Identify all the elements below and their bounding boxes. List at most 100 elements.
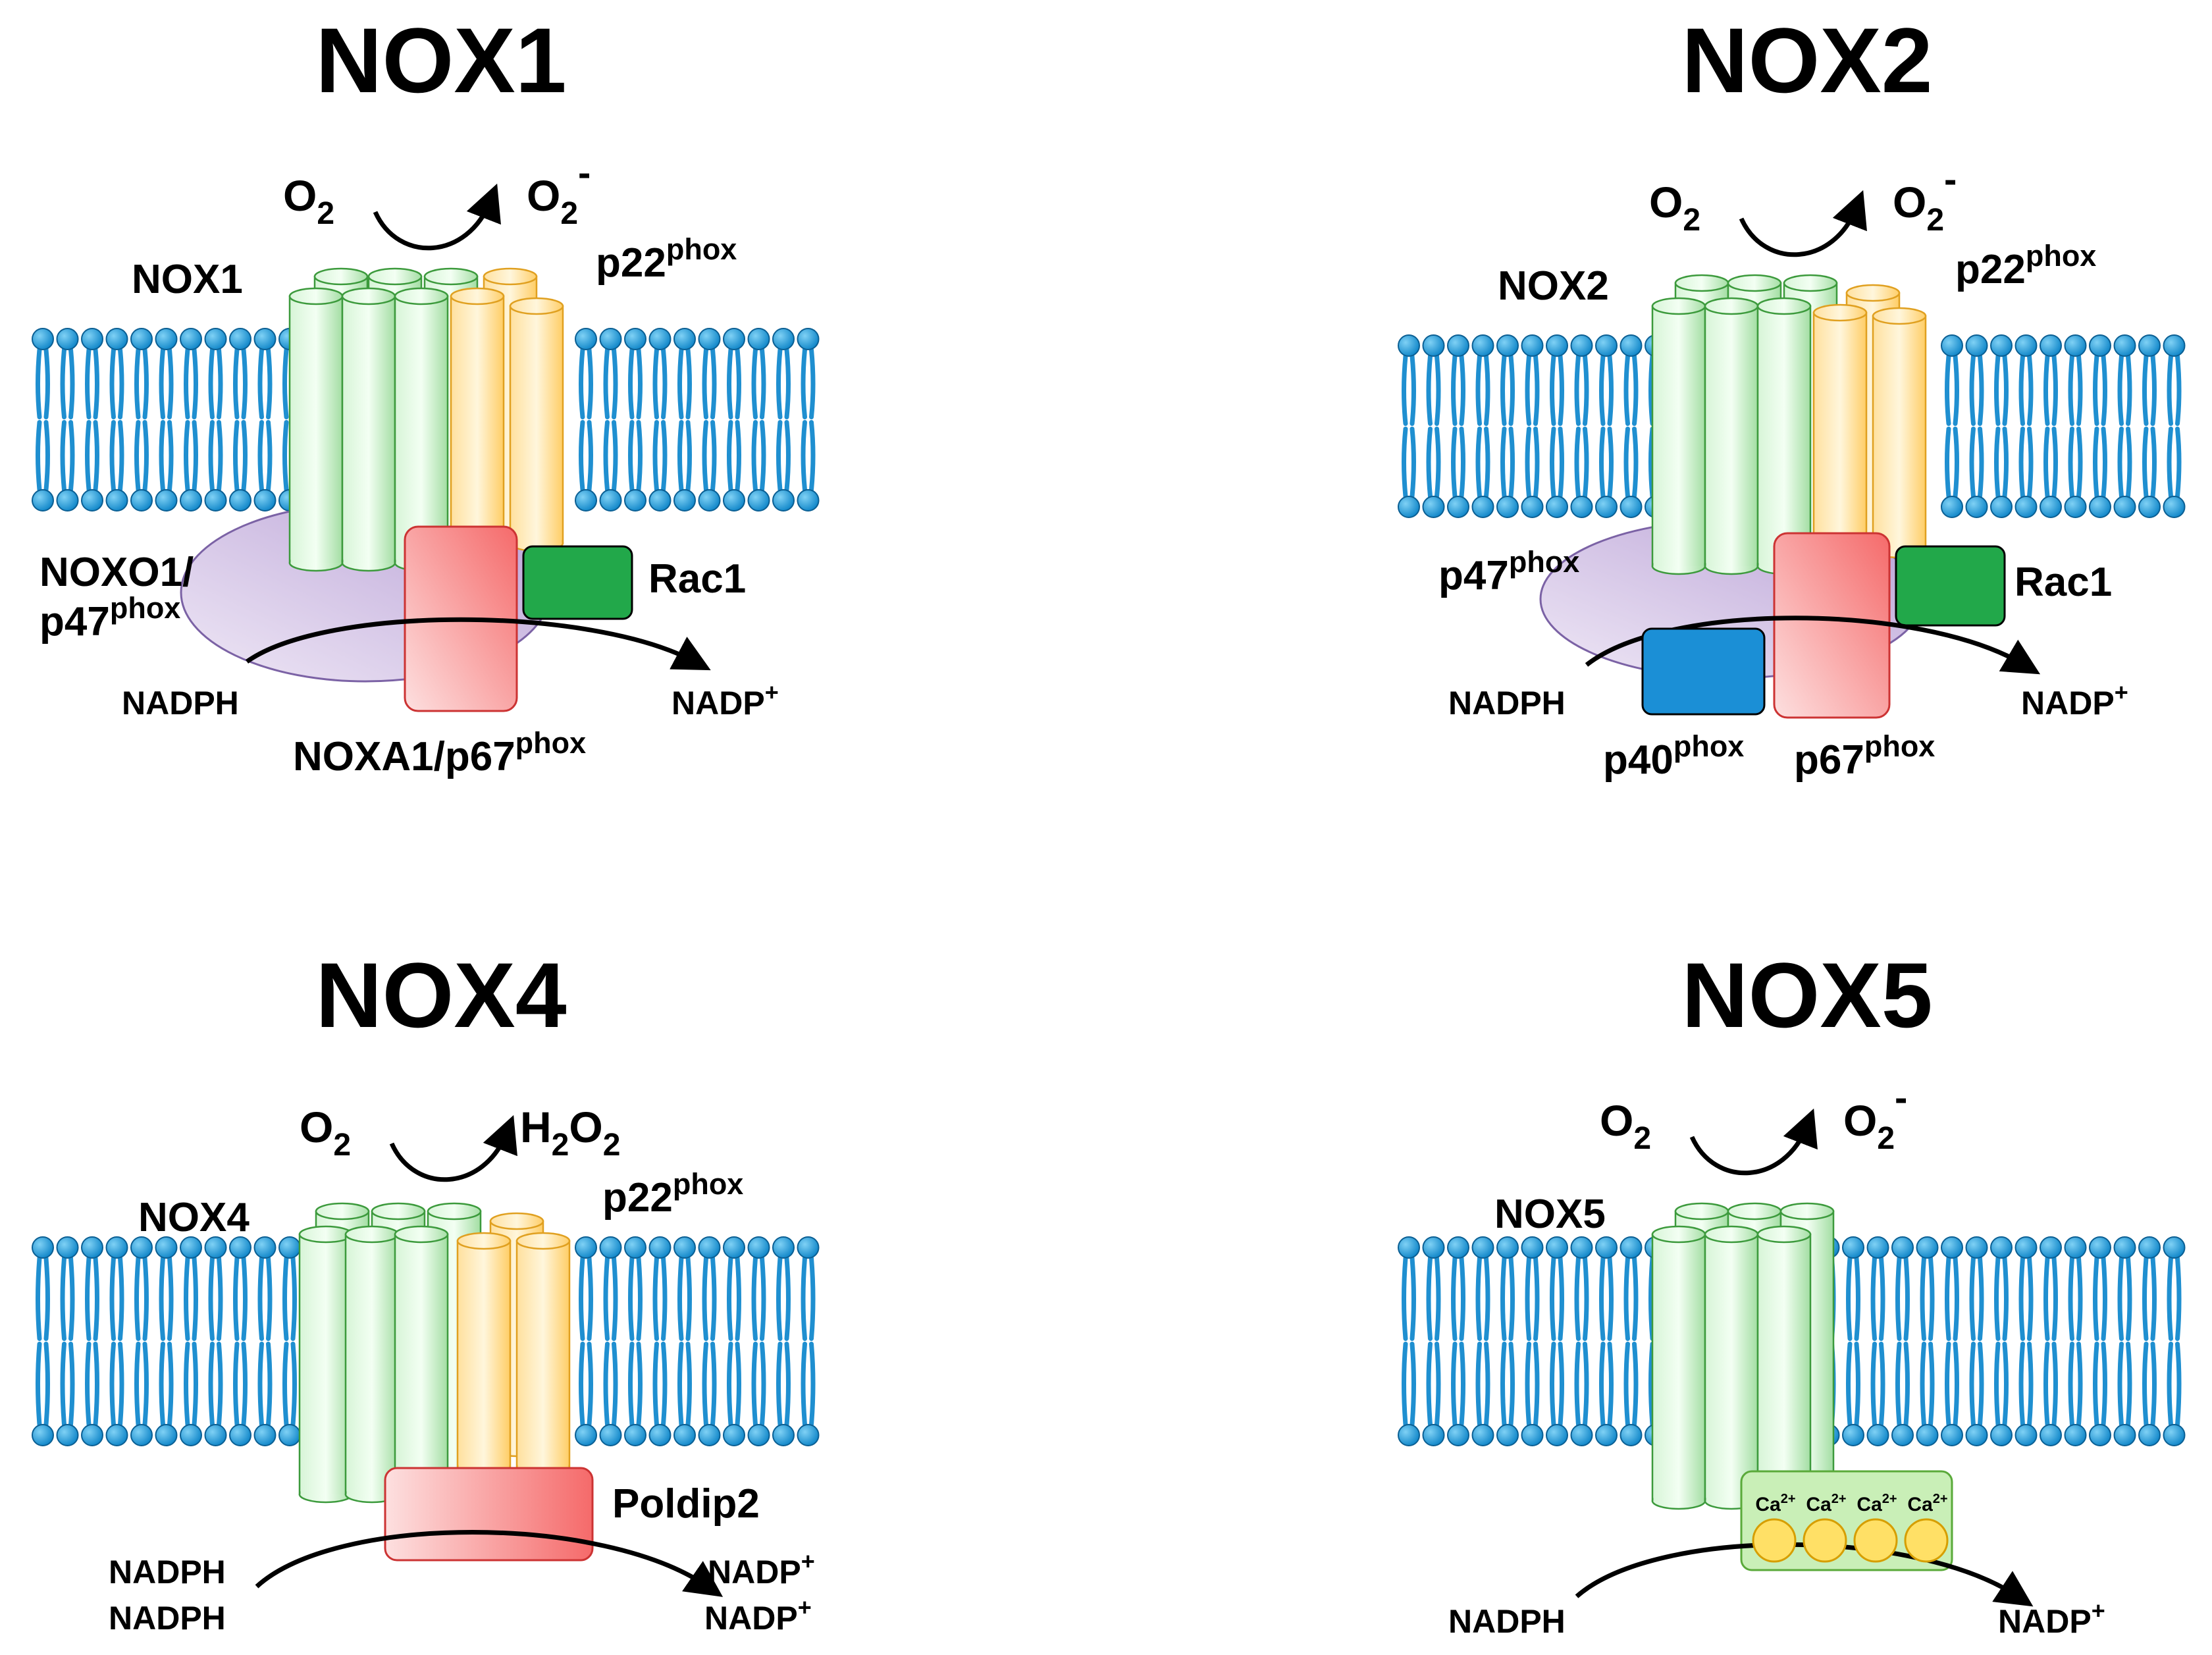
lipid-tail <box>1459 1255 1465 1341</box>
lipid-tail <box>628 1342 635 1427</box>
lipid-head <box>1546 334 1568 357</box>
lipid-tail <box>1953 354 1959 426</box>
lipid-tail <box>159 1255 165 1341</box>
lipid-tail <box>776 347 783 419</box>
lipid-tail <box>784 347 791 419</box>
lipid-tail <box>192 1255 198 1341</box>
p47-label: p47phox <box>1438 545 1579 598</box>
lipid-tail <box>1484 427 1490 499</box>
lipid-bilayer <box>32 328 820 512</box>
lipid-tail <box>1583 1255 1589 1341</box>
lipid-tail <box>1978 354 1984 426</box>
lipid-tail <box>1508 354 1515 426</box>
lipid-head <box>575 328 597 350</box>
lipid-head <box>2064 496 2087 518</box>
lipid-tail <box>282 347 289 419</box>
lipid-tail <box>241 1255 248 1341</box>
noxo1-label: NOXO1/ <box>40 550 194 595</box>
lipid-tail <box>1583 354 1589 426</box>
lipid-tail <box>1508 1342 1515 1427</box>
lipid-tail <box>2018 354 2025 426</box>
product-label: O2- <box>527 151 591 231</box>
lipid-tail <box>1550 354 1556 426</box>
product-label: H2O2 <box>520 1103 620 1163</box>
lipid-tail <box>167 1255 174 1341</box>
lipid-head <box>1398 496 1420 518</box>
lipid-head <box>105 328 128 350</box>
lipid-tail <box>1558 427 1564 499</box>
lipid-tail <box>784 1255 791 1341</box>
lipid-tail <box>702 347 708 419</box>
lipid-head <box>32 1236 54 1259</box>
lipid-tail <box>685 420 692 492</box>
lipid-head <box>1941 334 1963 357</box>
lipid-tail <box>2150 427 2157 499</box>
nox-label: NOX1 <box>132 257 243 302</box>
lipid-tail <box>1558 1342 1564 1427</box>
nox2-helix <box>1704 297 1759 575</box>
lipid-tail <box>2051 354 2058 426</box>
lipid-tail <box>1533 1255 1540 1341</box>
lipid-tail <box>1623 354 1630 426</box>
lipid-tail <box>1402 354 1408 426</box>
lipid-tail <box>1426 1342 1433 1427</box>
lipid-tail <box>36 347 42 419</box>
lipid-tail <box>727 347 733 419</box>
lipid-head <box>2064 334 2087 357</box>
p40phox-box <box>1641 627 1766 716</box>
p22-label: p22phox <box>596 232 737 286</box>
lipid-tail <box>167 420 174 492</box>
lipid-tail <box>809 1342 816 1427</box>
lipid-head <box>1620 1236 1643 1259</box>
lipid-tail <box>85 347 92 419</box>
lipid-head <box>2089 1424 2111 1446</box>
lipid-head <box>2163 1424 2186 1446</box>
lipid-tail <box>142 347 149 419</box>
lipid-tail <box>1953 1342 1959 1427</box>
lipid-tail <box>2142 1255 2149 1341</box>
rac1-label: Rac1 <box>2014 560 2112 605</box>
nadph-arrow <box>245 617 711 671</box>
reaction-arrow <box>389 1115 517 1182</box>
lipid-tail <box>1607 354 1614 426</box>
lipid-head <box>648 1236 672 1259</box>
substrate-label: O2 <box>1649 178 1700 238</box>
lipid-head <box>1916 1424 1939 1446</box>
lipid-tail <box>208 1342 215 1427</box>
lipid-head <box>1521 334 1544 357</box>
calcium-label: Ca2+ <box>1907 1492 1947 1515</box>
lipid-tail <box>612 347 618 419</box>
lipid-tail <box>1459 354 1465 426</box>
lipid-head <box>2163 334 2186 357</box>
lipid-tail <box>118 420 124 492</box>
lipid-head <box>648 489 672 512</box>
noxa1-label: NOXA1/p67phox <box>293 726 586 779</box>
lipid-head <box>673 1424 696 1446</box>
calcium-label: Ca2+ <box>1755 1492 1795 1515</box>
lipid-tail <box>2142 354 2149 426</box>
lipid-tail <box>1533 427 1540 499</box>
lipid-head <box>2040 1424 2062 1446</box>
lipid-head <box>772 328 795 350</box>
lipid-tail <box>636 1342 643 1427</box>
lipid-tail <box>2051 1255 2058 1341</box>
lipid-head <box>1595 1424 1618 1446</box>
product-label: O2- <box>1843 1076 1907 1156</box>
lipid-head <box>1990 496 2013 518</box>
lipid-tail <box>134 1342 141 1427</box>
lipid-tail <box>85 1255 92 1341</box>
lipid-tail <box>2101 354 2107 426</box>
lipid-head <box>32 489 54 512</box>
lipid-tail <box>1451 427 1458 499</box>
lipid-tail <box>1435 354 1441 426</box>
lipid-tail <box>1607 1255 1614 1341</box>
lipid-tail <box>290 1342 297 1427</box>
lipid-tail <box>2167 354 2173 426</box>
lipid-head <box>723 489 745 512</box>
lipid-tail <box>2093 1255 2099 1341</box>
lipid-head <box>1447 1236 1469 1259</box>
lipid-head <box>229 489 251 512</box>
lipid-tail <box>2018 1255 2025 1341</box>
lipid-tail <box>2142 427 2149 499</box>
